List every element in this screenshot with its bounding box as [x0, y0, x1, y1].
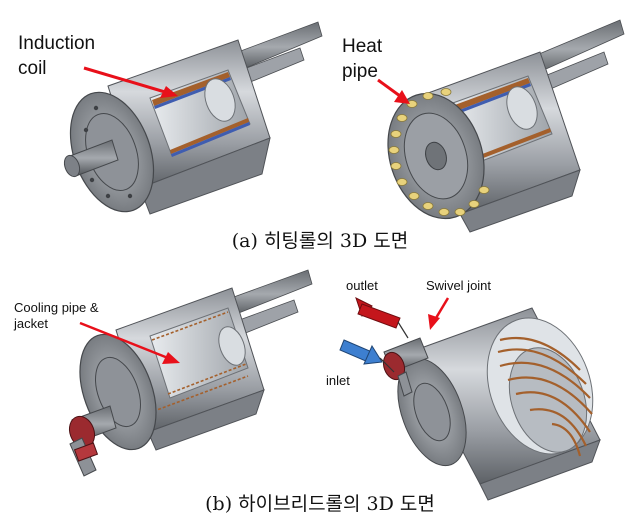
- heat-pipe-label-1: Heat: [342, 36, 383, 57]
- heating-roll-induction-illustration: [63, 21, 323, 215]
- induction-coil-label-1: Induction: [18, 33, 95, 54]
- induction-coil-label-2: coil: [18, 58, 47, 79]
- cooling-pipe-label-2: jacket: [13, 316, 48, 331]
- heating-roll-heatpipe-illustration: [387, 19, 625, 233]
- heat-pipe-arrow: [377, 78, 410, 104]
- caption-a: (a) 히팅롤의 3D 도면: [231, 230, 409, 252]
- induction-coil-arrow: [83, 66, 178, 98]
- inlet-arrow: [339, 339, 395, 373]
- outlet-label: outlet: [346, 278, 378, 293]
- heat-pipe-label-2: pipe: [342, 61, 378, 82]
- hybrid-roll-cooling-illustration: [68, 269, 313, 477]
- swivel-joint-label: Swivel joint: [426, 278, 491, 293]
- cooling-pipe-arrow: [79, 321, 180, 364]
- caption-b: (b) 하이브리드롤의 3D 도면: [205, 493, 435, 515]
- cooling-pipe-label-1: Cooling pipe &: [14, 300, 99, 315]
- inlet-label: inlet: [326, 373, 350, 388]
- outlet-arrow: [355, 297, 409, 339]
- swivel-joint-arrow: [428, 297, 450, 330]
- hybrid-roll-cutaway-illustration: [382, 307, 601, 501]
